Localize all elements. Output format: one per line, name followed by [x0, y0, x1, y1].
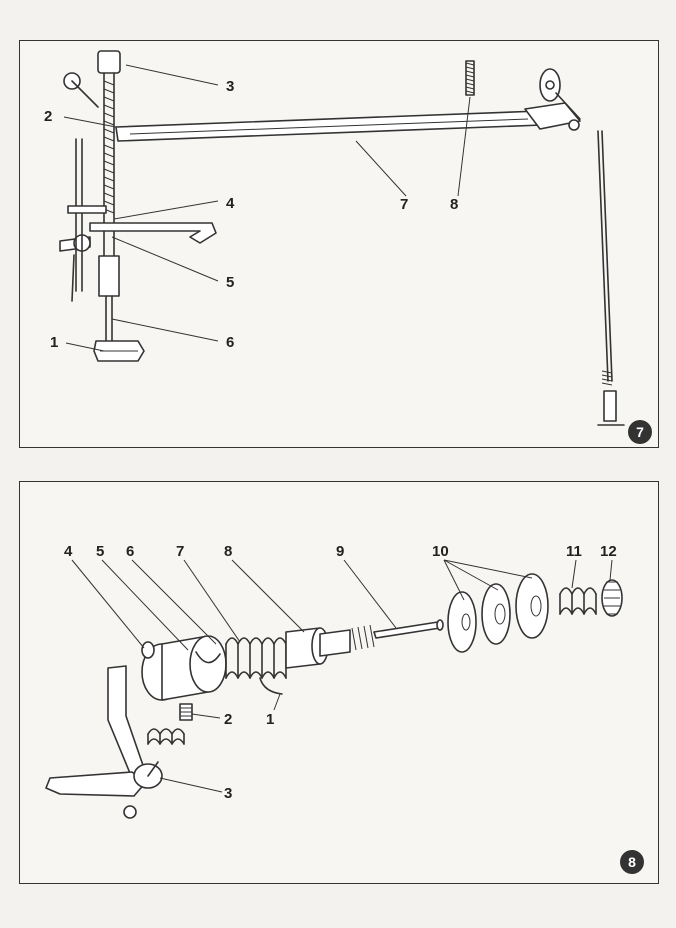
fig8-label-11: 11: [566, 543, 582, 560]
fig7-label-2: 2: [44, 108, 52, 125]
fig7-label-5: 5: [226, 274, 234, 291]
fig7-label-1: 1: [50, 334, 58, 351]
figure-8-drawing: 4 5 6 7 8 9 10 11 12 2 1 3 8: [45, 543, 644, 874]
figure-8-number-badge: 8: [620, 850, 644, 874]
fig8-label-10: 10: [432, 543, 449, 560]
fig8-label-6: 6: [126, 543, 134, 560]
svg-text:7: 7: [636, 424, 644, 440]
fig7-label-3: 3: [226, 78, 234, 95]
fig7-label-7: 7: [400, 196, 408, 213]
spring-8: [465, 60, 475, 96]
release-lever: [45, 665, 163, 819]
fig7-label-4: 4: [226, 195, 235, 212]
figure-7-number-badge: 7: [628, 420, 652, 444]
fig8-label-7: 7: [176, 543, 184, 560]
fig8-label-5: 5: [96, 543, 104, 560]
fig8-label-3: 3: [224, 785, 232, 802]
fig8-label-4: 4: [64, 543, 73, 560]
figure-8-leaders: [71, 559, 613, 793]
figure-8-panel: 4 5 6 7 8 9 10 11 12 2 1 3 8: [19, 481, 659, 884]
fig7-label-8: 8: [450, 196, 458, 213]
figure-7-leaders: [63, 64, 471, 352]
tension-discs: [447, 573, 549, 653]
fig8-label-2: 2: [224, 711, 232, 728]
fig7-label-6: 6: [226, 334, 234, 351]
fig8-label-1: 1: [266, 711, 274, 728]
fig8-label-12: 12: [600, 543, 617, 560]
fig8-label-8: 8: [224, 543, 232, 560]
figure-7-drawing: 3 2 4 7 8 5 1 6 7: [44, 50, 652, 444]
fig8-label-9: 9: [336, 543, 344, 560]
svg-text:8: 8: [628, 854, 636, 870]
figure-7-panel: 3 2 4 7 8 5 1 6 7: [19, 40, 659, 448]
tension-body: [141, 624, 375, 701]
